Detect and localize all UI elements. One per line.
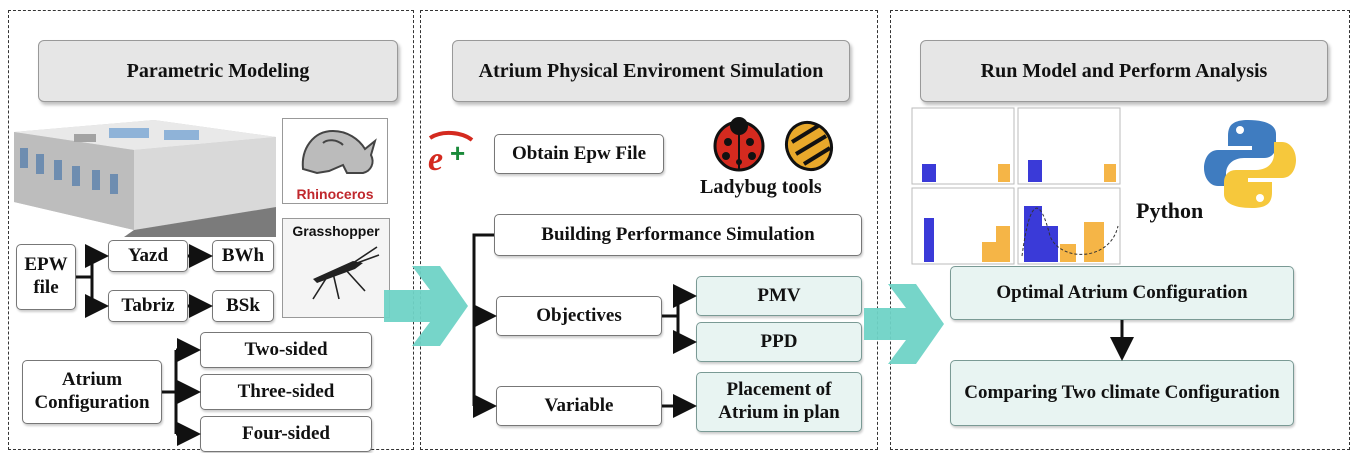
atrium-configuration-box: Atrium Configuration	[22, 360, 162, 424]
rhinoceros-label: Rhinoceros	[296, 186, 374, 202]
rhinoceros-logo: Rhinoceros	[282, 118, 388, 204]
config-three-sided-box: Three-sided	[200, 374, 372, 410]
config-four-sided-box: Four-sided	[200, 416, 372, 452]
ladybug-tools-label: Ladybug tools	[700, 176, 822, 198]
pmv-box: PMV	[696, 276, 862, 316]
teal-arrow-2	[864, 284, 944, 364]
energyplus-icon: e +	[428, 131, 474, 178]
city-tabriz-box: Tabriz	[108, 290, 188, 322]
panel-analysis	[890, 10, 1350, 450]
obtain-epw-file-box: Obtain Epw File	[494, 134, 664, 174]
optimal-atrium-configuration-box: Optimal Atrium Configuration	[950, 266, 1294, 320]
grasshopper-icon	[312, 246, 380, 300]
config-two-sided-box: Two-sided	[200, 332, 372, 368]
rhino-icon	[301, 129, 377, 175]
objectives-box: Objectives	[496, 296, 662, 336]
building-model-render	[14, 120, 276, 237]
histogram-charts-thumbnail	[911, 107, 1121, 265]
svg-text:e: e	[428, 141, 443, 178]
variable-box: Variable	[496, 386, 662, 426]
teal-arrow-1	[384, 266, 468, 346]
svg-text:+: +	[450, 138, 465, 168]
climate-bsk-box: BSk	[212, 290, 274, 322]
ppd-box: PPD	[696, 322, 862, 362]
building-performance-simulation-box: Building Performance Simulation	[494, 214, 862, 256]
grasshopper-logo: Grasshopper	[282, 218, 390, 318]
comparing-two-climate-box: Comparing Two climate Configuration	[950, 360, 1294, 426]
header-parametric-modeling: Parametric Modeling	[38, 40, 398, 102]
header-analysis: Run Model and Perform Analysis	[920, 40, 1328, 102]
placement-of-atrium-box: Placement of Atrium in plan	[696, 372, 862, 432]
ladybug-icon	[713, 117, 765, 172]
header-simulation: Atrium Physical Enviroment Simulation	[452, 40, 850, 102]
city-yazd-box: Yazd	[108, 240, 188, 272]
python-label: Python	[1136, 198, 1204, 223]
panel-simulation	[420, 10, 878, 450]
grasshopper-label: Grasshopper	[292, 223, 380, 239]
python-logo-icon	[1204, 120, 1296, 208]
epw-file-box: EPW file	[16, 244, 76, 310]
honeybee-icon	[784, 120, 834, 172]
